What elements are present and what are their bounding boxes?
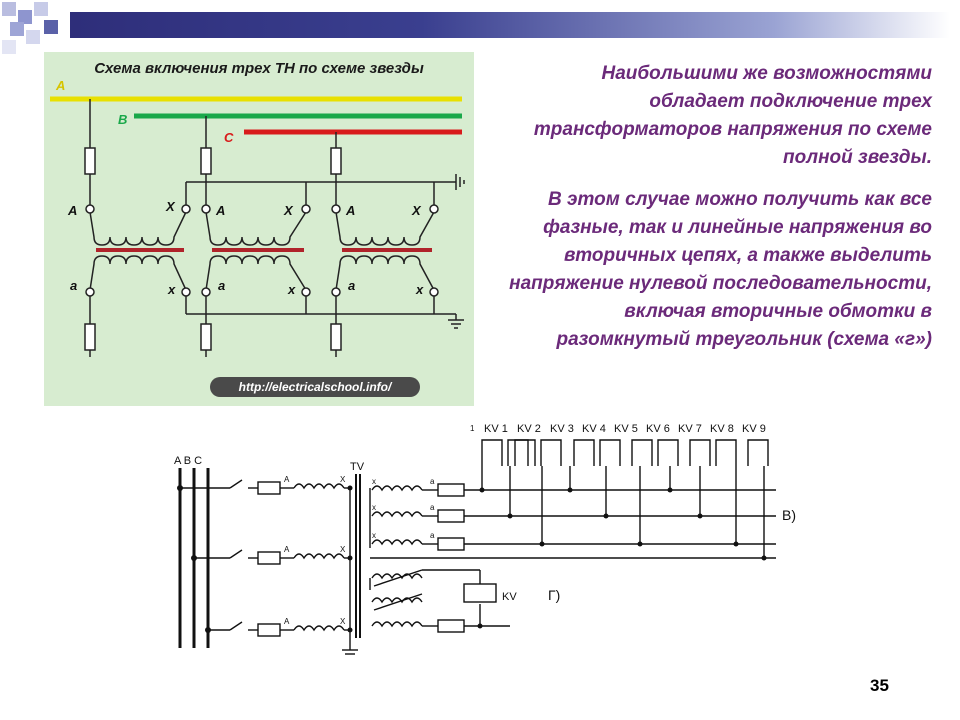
page-number: 35 bbox=[870, 676, 889, 695]
winding-label-a3: A bbox=[284, 617, 290, 626]
relay-label-7: KV 7 bbox=[678, 423, 702, 435]
terminal-label-sx2: x bbox=[287, 282, 296, 297]
sec-label-x2: x bbox=[372, 503, 376, 512]
relay-label-4: KV 4 bbox=[582, 423, 606, 435]
relay-label-3: KV 3 bbox=[550, 423, 574, 435]
relay-label-5: KV 5 bbox=[614, 423, 638, 435]
phase-label-c: C bbox=[224, 130, 234, 145]
tv-label: TV bbox=[350, 461, 365, 473]
kv-label: KV bbox=[502, 591, 517, 603]
terminal-label-x3: X bbox=[411, 203, 422, 218]
sec-label-a3: a bbox=[430, 531, 435, 540]
relay-label-9: KV 9 bbox=[742, 423, 766, 435]
top-diagram-schematic: A B C bbox=[50, 78, 465, 357]
paragraph-details: В этом случае можно получить как все фаз… bbox=[509, 189, 932, 350]
phase-label-a: A bbox=[55, 78, 65, 93]
label-g: Г) bbox=[548, 587, 560, 603]
winding-label-x2: X bbox=[340, 545, 346, 554]
corner-decoration bbox=[2, 2, 58, 54]
terminal-label-a2: A bbox=[215, 203, 225, 218]
relay-label-2: KV 2 bbox=[517, 423, 541, 435]
bottom-diagram-schematic: A B C TV В) Г) KV 1 KV 1 KV 2 KV 3 KV 4 … bbox=[174, 423, 796, 655]
winding-label-a2: A bbox=[284, 545, 290, 554]
terminal-label-sa1: a bbox=[70, 278, 77, 293]
relay-prefix: 1 bbox=[470, 424, 475, 433]
relay-label-8: KV 8 bbox=[710, 423, 734, 435]
winding-label-x1: X bbox=[340, 475, 346, 484]
terminal-label-x1: X bbox=[165, 199, 176, 214]
terminal-label-x2: X bbox=[283, 203, 294, 218]
terminal-label-a1: A bbox=[67, 203, 77, 218]
bus-label: A B C bbox=[174, 455, 202, 467]
top-diagram-panel: A B C bbox=[44, 52, 474, 406]
relay-label-1: KV 1 bbox=[484, 423, 508, 435]
sec-label-a2: a bbox=[430, 503, 435, 512]
title-bar bbox=[70, 12, 950, 38]
relay-label-6: KV 6 bbox=[646, 423, 670, 435]
sec-label-x1: x bbox=[372, 477, 376, 486]
terminal-label-sa2: a bbox=[218, 278, 225, 293]
paragraph-intro: Наибольшими же возможностями обладает по… bbox=[533, 63, 932, 168]
top-diagram-title: Схема включения трех ТН по схеме звезды bbox=[94, 60, 424, 77]
terminal-label-a3: A bbox=[345, 203, 355, 218]
phase-label-b: B bbox=[118, 112, 127, 127]
winding-label-a1: A bbox=[284, 475, 290, 484]
sec-label-x3: x bbox=[372, 531, 376, 540]
terminal-label-sa3: a bbox=[348, 278, 355, 293]
source-url: http://electricalschool.info/ bbox=[210, 377, 420, 397]
sec-label-a1: a bbox=[430, 477, 435, 486]
label-v: В) bbox=[782, 507, 796, 523]
terminal-label-sx1: x bbox=[167, 282, 176, 297]
terminal-label-sx3: x bbox=[415, 282, 424, 297]
winding-label-x3: X bbox=[340, 617, 346, 626]
